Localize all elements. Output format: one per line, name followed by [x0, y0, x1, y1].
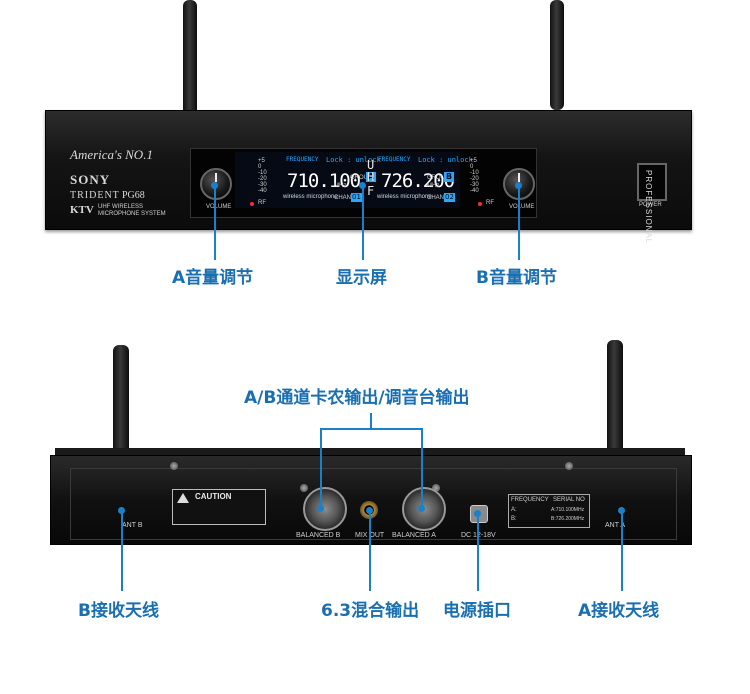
callout-line-mix-out	[369, 511, 371, 591]
callout-dot-antenna-a	[618, 507, 625, 514]
group-label-b: GROUP	[427, 175, 450, 181]
outputs-dot-b	[317, 505, 324, 512]
uhf-letter-h: H	[367, 170, 375, 184]
label-power-jack: 电源插口	[443, 601, 511, 621]
outputs-line-b	[320, 428, 322, 508]
callout-line-antenna-b	[121, 511, 123, 591]
series-name: TRIDENT	[70, 190, 120, 201]
callout-line-volume-b	[518, 186, 520, 260]
channel-label-a: CHANNEL	[334, 195, 363, 201]
outputs-line-a	[421, 428, 423, 508]
outputs-bracket-stem	[370, 413, 372, 428]
model-name: PG68	[122, 190, 145, 201]
outputs-dot-a	[418, 505, 425, 512]
screw-1	[170, 462, 178, 470]
callout-line-power-jack	[477, 514, 479, 591]
frequency-label-a: FREQUENCY	[286, 156, 319, 163]
callout-dot-display	[359, 182, 366, 189]
frequency-serial-table: FREQUENCY SERIAL NO A: B: A:710.100MHz B…	[508, 494, 590, 528]
channel-a-frequency: 710.100	[287, 170, 361, 192]
balanced-b-label: BALANCED B	[296, 532, 341, 539]
label-display: 显示屏	[336, 268, 387, 288]
frequency-header: FREQUENCY	[511, 497, 549, 503]
balanced-a-label: BALANCED A	[392, 532, 436, 539]
ktv-label: KTV	[70, 204, 94, 216]
label-antenna-a: A接收天线	[578, 601, 660, 621]
channel-a-badge: A	[366, 172, 376, 182]
channel-b-frequency: 726.200	[381, 170, 455, 192]
screw-3	[300, 484, 308, 492]
ant-a-label: ANT A	[605, 522, 626, 529]
antenna-right-front	[550, 0, 564, 110]
lock-status-a: Lock : unlock	[326, 156, 381, 164]
mic-text-b: wireless microphone	[377, 194, 432, 200]
rf-label-b: RF	[486, 200, 494, 206]
unit-b: MHz	[427, 183, 440, 189]
label-volume-b: B音量调节	[476, 268, 557, 288]
caution-text: CAUTION	[195, 492, 232, 501]
outputs-bracket	[320, 428, 423, 430]
lcd-screen	[235, 152, 460, 208]
screw-4	[432, 484, 440, 492]
uhf-letter-f: F	[367, 184, 375, 198]
freq-a-value: A:710.100MHz	[551, 507, 585, 513]
level-scale-a: +5 0 -10 -20 -30 -40	[258, 158, 267, 194]
brand-tagline: America's NO.1	[70, 147, 153, 162]
label-volume-a: A音量调节	[172, 268, 254, 288]
row-b-label: B:	[511, 516, 517, 522]
power-label: POWER	[639, 202, 662, 208]
professional-label: PROFESSIONAL	[644, 170, 653, 245]
caution-sticker: CAUTION	[172, 489, 266, 525]
antenna-left-front	[183, 0, 197, 115]
uhf-letter-u: U	[367, 158, 375, 172]
group-label-a: GROUP	[350, 175, 373, 181]
volume-a-label: VOLUME	[206, 204, 232, 210]
balanced-b-xlr-connector[interactable]	[303, 487, 347, 531]
channel-b-badge: B	[444, 172, 454, 182]
callout-line-antenna-a	[621, 511, 623, 591]
callout-dot-power-jack	[474, 510, 481, 517]
serial-header: SERIAL NO	[553, 497, 585, 503]
lock-status-b: Lock : unlock	[418, 156, 473, 164]
channel-b-number: 02	[444, 193, 455, 202]
screw-2	[565, 462, 573, 470]
volume-b-label: VOLUME	[509, 204, 535, 210]
system-line-1: UHF WIRELESS	[98, 204, 144, 210]
row-a-label: A:	[511, 507, 517, 513]
label-antenna-b: B接收天线	[78, 601, 159, 621]
rf-led-a	[250, 202, 254, 206]
label-outputs: A/B通道卡农输出/调音台输出	[244, 388, 470, 408]
label-mix-out: 6.3混合输出	[321, 601, 420, 621]
channel-a-number: 01	[351, 193, 362, 202]
unit-a: MHz	[334, 183, 347, 189]
callout-dot-volume-a	[211, 182, 218, 189]
rear-inner-frame	[70, 468, 677, 540]
receiver-rear-top	[55, 448, 685, 458]
callout-dot-volume-b	[515, 182, 522, 189]
callout-dot-antenna-b	[118, 507, 125, 514]
brand-logo: SONY	[70, 172, 111, 187]
frequency-label-b: FREQUENCY	[378, 156, 411, 163]
callout-line-display	[362, 186, 364, 260]
callout-line-volume-a	[214, 186, 216, 260]
rf-label-a: RF	[258, 200, 266, 206]
mic-text-a: wireless microphone	[283, 194, 338, 200]
receiver-rear-panel	[50, 455, 692, 545]
callout-dot-mix-out	[366, 507, 373, 514]
power-switch[interactable]	[637, 163, 667, 201]
freq-b-value: B:726.200MHz	[551, 516, 585, 522]
level-scale-b: +5 0 -10 -20 -30 -40	[470, 158, 479, 194]
system-line-2: MICROPHONE SYSTEM	[98, 211, 166, 217]
ant-b-label: ANT B	[122, 522, 143, 529]
rf-led-b	[478, 202, 482, 206]
channel-label-b: CHANNEL	[427, 195, 456, 201]
warning-triangle-icon	[177, 493, 189, 503]
